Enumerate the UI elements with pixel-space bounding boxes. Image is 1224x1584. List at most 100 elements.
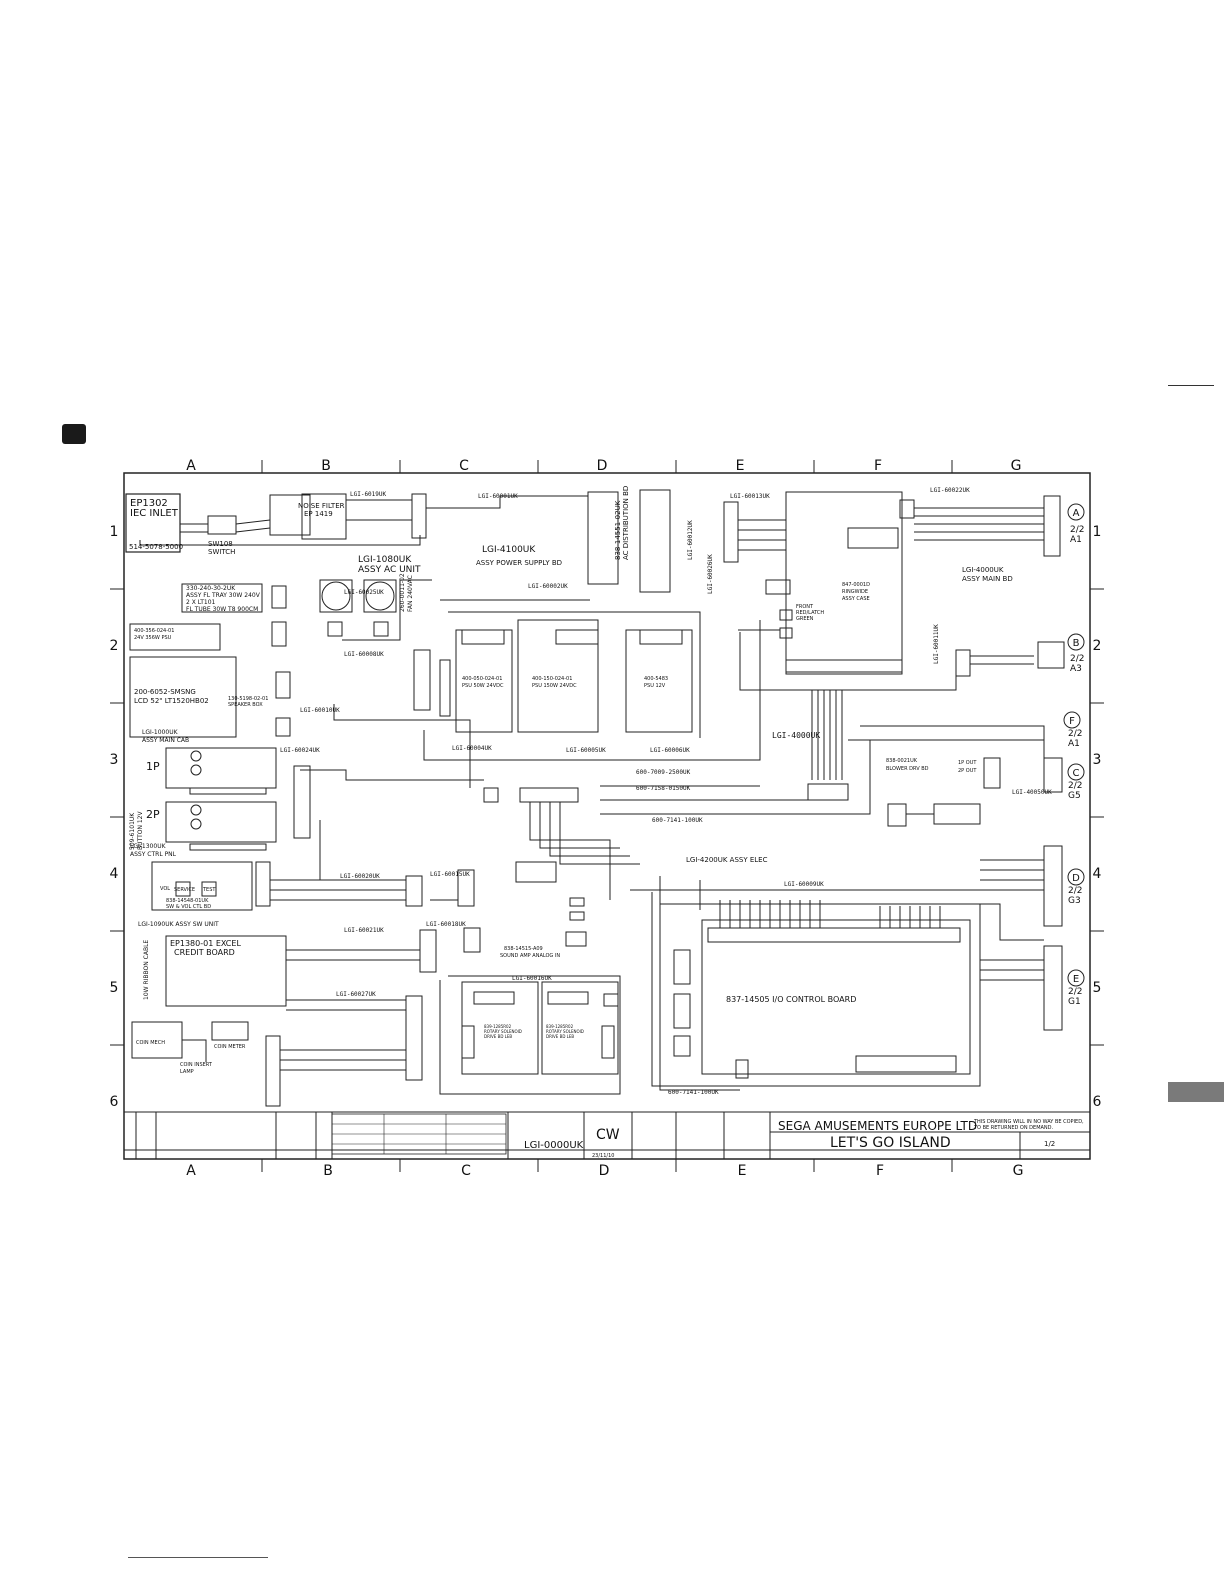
pageref-c-zone: G5 [1068,791,1081,801]
harness-label: LGI-60006UK [650,747,690,754]
credit-label-b: CREDIT BOARD [174,948,235,957]
swunit-label-c: LGI-1090UK ASSY SW UNIT [138,921,219,928]
row-left-5: 5 [110,980,119,996]
psu50-label-b: PSU 50W 24VDC [462,683,504,689]
pageref-d-sheet: 2/2 [1068,886,1082,896]
col-bottom-e: E [738,1163,747,1179]
front-led-label-a: FRONT [796,604,814,610]
solenoid2-label-b: ROTARY SOLENOID [546,1029,584,1034]
p1-label: 1P [146,760,160,773]
harness-label: LGI-60018UK [426,921,466,928]
col-top-a: A [186,458,196,474]
p2-label: 2P [146,808,160,821]
ac-unit-label-a: LGI-1080UK [358,555,412,565]
col-bottom-b: B [323,1163,333,1179]
footer-rule [128,1557,268,1558]
harness-label: 600-7141-100UK [652,817,703,824]
lcd-label-a: 200-6052-SMSNG [134,688,196,696]
button-label-b: BUTTON 12V [137,811,144,850]
switch-label-a: SW108 [208,540,233,548]
harness-label: LGI-60009UK [784,881,824,888]
coin-meter-label: COIN METER [214,1044,246,1050]
drawing-frame [123,472,1091,1160]
button-label-a: 509-6101UK [129,812,136,850]
title-note-a: THIS DRAWING WILL IN NO WAY BE COPIED, [973,1119,1084,1125]
harness-label: LGI-40050UK [1012,789,1052,796]
ringwide-label-a: 847-0001D [842,582,870,588]
iec-label-c: 514-5078-5000 [129,543,183,551]
ringwide-label-b: RINGWIDE [842,589,868,595]
sound-amp-label-b: SOUND AMP ANALOG IN [500,953,560,959]
blower-label-b: BLOWER DRV BD [886,766,929,772]
fan-label-b: FAN 240VAC [407,575,414,612]
harness-label: LGI-60016UK [512,975,552,982]
col-top-c: C [459,458,469,474]
ringwide-label-c: ASSY CASE [842,596,870,602]
fl-label-d: FL TUBE 30W T8 900CM [186,606,258,613]
harness-label: LGI-60002UK [528,583,568,590]
fan-out-b: 2P OUT [958,768,977,774]
speaker-label-a: 130-5198-02-01 [228,696,268,702]
switch-label-b: SWITCH [208,548,235,556]
col-bottom-f: F [876,1163,884,1179]
section-marker [62,424,86,444]
fl-label-b: ASSY FL TRAY 30W 240V [186,592,261,599]
pageref-b-zone: A3 [1070,664,1082,674]
row-left-1: 1 [110,524,119,540]
col-bottom-c: C [461,1163,471,1179]
harness-label: 600-7009-2500UK [636,769,691,776]
swunit-label-a: 838-14548-01UK [166,898,209,904]
harness-label: LGI-6019UK [350,491,387,498]
pageref-a-zone: A1 [1070,535,1082,545]
row-left-2: 2 [110,638,119,654]
row-right-2: 2 [1093,638,1102,654]
noise-label-a: NOISE FILTER [298,502,345,510]
header-rule [1168,385,1214,386]
title-company: SEGA AMUSEMENTS EUROPE LTD [778,1119,977,1133]
speaker-label-b: SPEAKER BOX [228,702,263,708]
mainbd-label-b: ASSY MAIN BD [962,575,1013,583]
lamp-label: LAMP [180,1069,194,1075]
solenoid2-label-c: DRIVE BD LEB [546,1034,574,1039]
psu50-label-a: 400-050-024-01 [462,676,502,682]
col-bottom-d: D [599,1163,610,1179]
harness-label: LGI-60026UK [707,554,714,594]
title-sheet: 1/2 [1044,1140,1055,1148]
col-top-f: F [874,458,882,474]
harness-label: LGI-60004UK [452,745,492,752]
psu12-label-b: PSU 12V [644,683,666,689]
col-top-e: E [736,458,745,474]
fl-label-a: 330-240-30-2UK [186,585,236,592]
ribbon-label: 10W RIBBON CABLE [143,940,150,1000]
harness-label: LGI-60013UK [730,493,770,500]
row-left-6: 6 [110,1094,119,1110]
ref-d: D [1072,873,1080,884]
title-date: 23/11/10 [592,1153,614,1159]
harness-label: LGI-60021UK [344,927,384,934]
ctrl-pnl-label-b: ASSY CTRL PNL [130,851,177,858]
psu150-label-b: PSU 150W 24VDC [532,683,577,689]
harness-label: LGI-60022UK [930,487,970,494]
io-board-label: 837-14505 I/O CONTROL BOARD [726,995,856,1004]
psu12-label-a: 400-5483 [644,676,668,682]
credit-label-a: EP1380-01 EXCEL [170,939,241,948]
harness-label: LGI-60010UK [300,707,340,714]
blower-label-a: 838-0021UK [886,758,918,764]
ref-e: E [1073,974,1079,985]
harness-label: LGI-60015UK [430,871,470,878]
service-label: SERVICE [174,887,195,893]
swunit-label-b: SW & VOL CTL BD [166,904,211,910]
harness-label: 600-7158-0150UK [636,785,691,792]
harness-label: LGI-60005UK [566,747,606,754]
lcd-label-b: LCD 52" LT1520HB02 [134,697,209,705]
pageref-e-zone: G1 [1068,997,1081,1007]
vol-label: VOL [160,886,170,892]
col-top-g: G [1011,458,1022,474]
acdist-label-a: 838-14551-02UK [614,500,622,560]
solenoid1-label-b: ROTARY SOLENOID [484,1029,522,1034]
ac-unit-label-b: ASSY AC UNIT [358,565,421,575]
pageref-f-sheet: 2/2 [1068,729,1082,739]
solenoid2-label-a: 839-1285R02 [546,1024,574,1029]
fl-label-c: 2 X LT101 [186,599,216,606]
